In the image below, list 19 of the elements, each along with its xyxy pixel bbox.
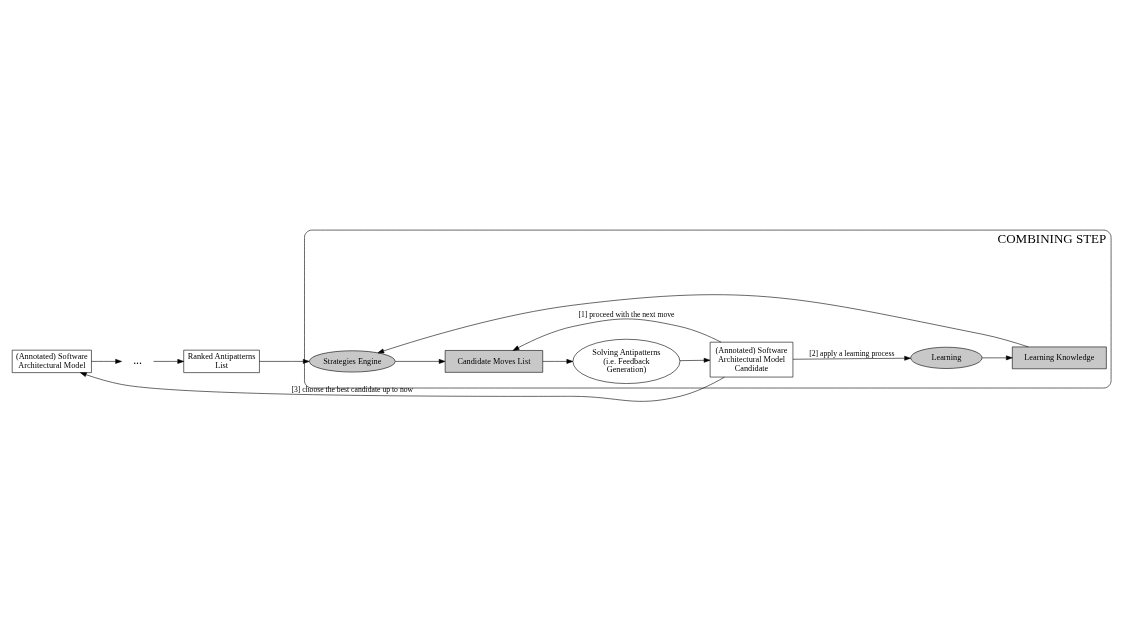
arrow	[679, 357, 711, 363]
arrow	[80, 371, 725, 402]
arrow	[792, 355, 911, 361]
arrow	[91, 358, 122, 364]
node-ellipse: Learning	[910, 346, 983, 369]
node-text: ...	[133, 352, 143, 367]
arrow	[153, 358, 184, 364]
arrow	[377, 293, 1029, 353]
arrow	[259, 358, 310, 364]
node-box: Ranked Antipatterns List	[183, 349, 260, 373]
node-box: (Annotated) Software Architectural Model	[11, 349, 92, 373]
arrow	[981, 355, 1013, 360]
node-box: Candidate Moves List	[444, 349, 544, 373]
arrow	[542, 358, 574, 364]
node-box: Learning Knowledge	[1012, 346, 1107, 369]
arrow	[395, 358, 446, 364]
node-ellipse: Solving Antipatterns (i.e. Feedback Generation)	[572, 338, 681, 384]
node-box: (Annotated) Software Architectural Model Candidate	[709, 341, 794, 377]
arrow	[512, 318, 722, 351]
